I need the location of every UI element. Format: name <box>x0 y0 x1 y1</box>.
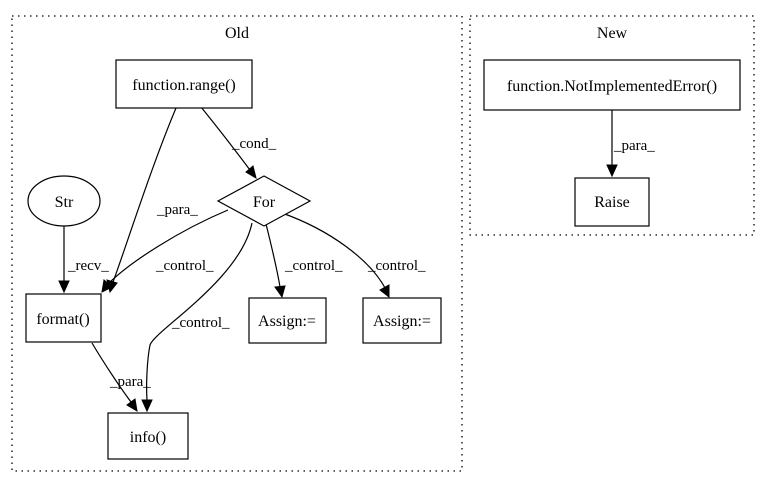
edge-str-format: _recv_ <box>58 225 109 294</box>
edge-for-info: _control_ <box>141 222 253 413</box>
node-for[interactable]: For <box>216 175 312 227</box>
edge-for-info-line <box>146 222 253 401</box>
node-format-label: format() <box>36 311 89 328</box>
edge-notimpl-raise-arrowhead <box>606 164 618 178</box>
edge-range-format: _para_ <box>106 107 198 294</box>
node-function-range[interactable]: function.range() <box>115 59 253 109</box>
edge-for-assign2-label: _control_ <box>367 258 426 274</box>
node-raise-box <box>574 177 650 227</box>
edge-range-for: _cond_ <box>200 106 277 180</box>
node-assign-1-box <box>248 297 327 344</box>
node-assign-1[interactable]: Assign:= <box>248 297 327 344</box>
edges: _cond_ _para_ _recv_ _control_ _control_ <box>58 106 655 413</box>
node-function-notimplementederror-box <box>483 59 741 111</box>
edge-for-info-label: _control_ <box>171 315 230 331</box>
cluster-new: New <box>469 15 755 236</box>
edge-format-info-line <box>91 342 132 403</box>
node-info-box <box>107 412 189 460</box>
cluster-new-label: New <box>597 25 628 42</box>
node-format[interactable]: format() <box>25 293 102 343</box>
edge-range-format-line <box>112 107 177 283</box>
node-function-range-box <box>115 59 253 109</box>
edge-format-info: _para_ <box>91 342 151 412</box>
edge-range-format-label: _para_ <box>156 202 198 218</box>
edge-range-for-line <box>200 106 251 171</box>
edge-for-assign1-line <box>265 223 281 288</box>
edge-for-assign1: _control_ <box>265 223 343 299</box>
edge-for-assign1-label: _control_ <box>284 258 343 274</box>
edge-notimpl-raise: _para_ <box>606 110 655 178</box>
edge-format-info-arrowhead <box>126 398 138 412</box>
edge-for-format-line <box>107 209 229 285</box>
edge-str-format-label: _recv_ <box>67 258 109 274</box>
edge-for-assign2-arrowhead <box>379 284 390 299</box>
node-raise[interactable]: Raise <box>574 177 650 227</box>
edge-for-info-arrowhead <box>141 399 153 413</box>
node-str-label: Str <box>55 194 74 211</box>
edge-for-format-label: _control_ <box>155 258 214 274</box>
cluster-old: Old <box>11 15 463 472</box>
node-function-notimplementederror-label: function.NotImplementedError() <box>507 78 717 95</box>
node-raise-label: Raise <box>594 194 630 211</box>
nodes: function.range() For Str format() Assign… <box>25 59 741 460</box>
node-for-label: For <box>253 194 276 211</box>
edge-for-assign2-line <box>281 212 386 289</box>
edge-for-format-arrowhead <box>101 279 113 293</box>
edge-for-assign1-arrowhead <box>274 285 286 299</box>
node-function-notimplementederror[interactable]: function.NotImplementedError() <box>483 59 741 111</box>
edge-range-for-arrowhead <box>245 165 257 180</box>
node-info-label: info() <box>130 429 166 446</box>
edge-for-assign2: _control_ <box>281 212 426 299</box>
node-assign-2[interactable]: Assign:= <box>362 297 442 344</box>
node-assign-1-label: Assign:= <box>258 313 316 330</box>
node-str-ellipse <box>27 175 101 227</box>
edge-for-format: _control_ <box>101 209 229 293</box>
edge-notimpl-raise-label: _para_ <box>613 138 655 154</box>
edge-format-info-label: _para_ <box>109 374 151 390</box>
edge-range-for-label: _cond_ <box>231 136 277 152</box>
node-format-box <box>25 293 102 343</box>
node-info[interactable]: info() <box>107 412 189 460</box>
node-for-diamond <box>216 175 312 227</box>
node-str[interactable]: Str <box>27 175 101 227</box>
node-function-range-label: function.range() <box>132 77 236 94</box>
cluster-old-label: Old <box>225 25 249 42</box>
node-assign-2-box <box>362 297 442 344</box>
edge-str-format-arrowhead <box>58 280 70 294</box>
node-assign-2-label: Assign:= <box>373 313 431 330</box>
